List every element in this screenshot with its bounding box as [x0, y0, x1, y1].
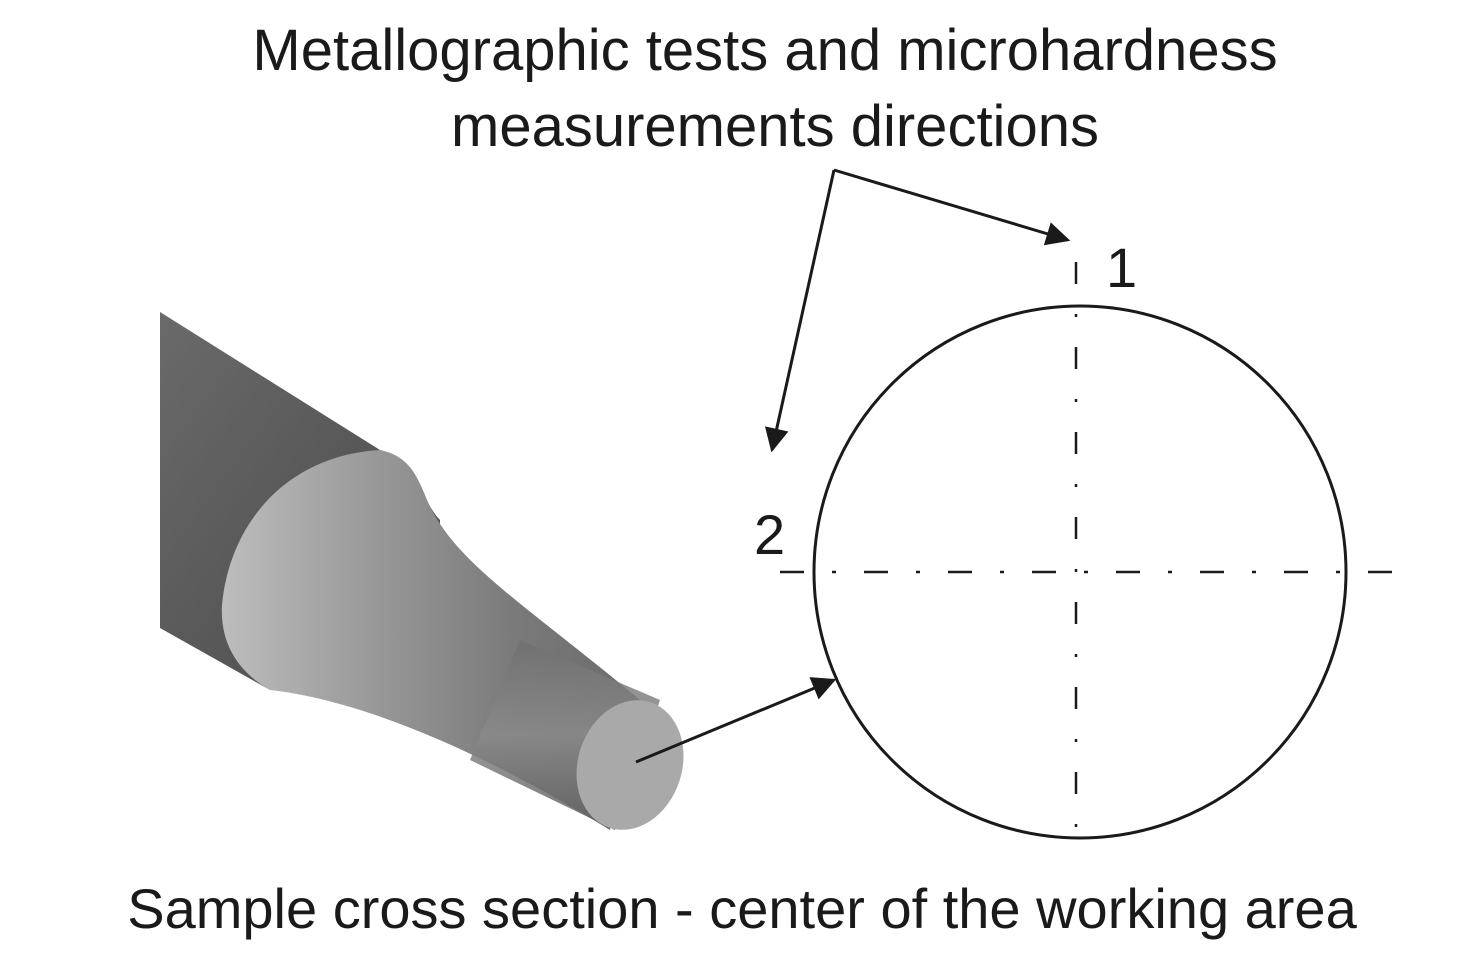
cross-section-circle — [812, 304, 1348, 840]
title-callout-arrows — [764, 168, 1071, 453]
title-line-1: Metallographic tests and microhardness — [252, 18, 1277, 83]
arrow-sample-to-section — [635, 677, 837, 764]
title-line-2: measurements directions — [451, 94, 1099, 159]
arrow-to-direction-1 — [833, 168, 1071, 246]
caption: Sample cross section - center of the wor… — [127, 877, 1357, 940]
sample-cross-section-face — [576, 700, 684, 830]
sample-specimen — [160, 312, 684, 830]
arrow-to-direction-2 — [764, 169, 836, 453]
direction-1-label: 1 — [1106, 236, 1137, 299]
direction-2-label: 2 — [754, 503, 785, 566]
